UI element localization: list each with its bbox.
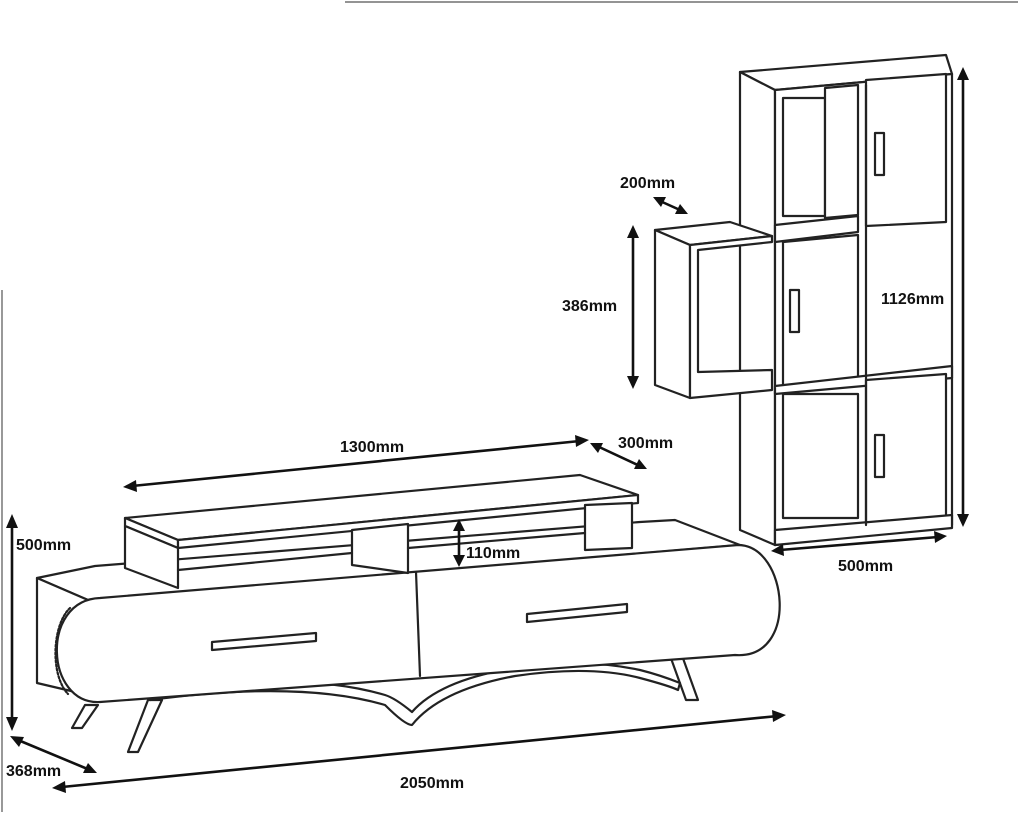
label-top-shelf-gap: 110mm — [466, 545, 520, 562]
top-shelf-support-right — [583, 501, 634, 552]
bookcase-divider-1 — [823, 83, 860, 220]
dim-arrow-bookcase-width — [778, 535, 940, 552]
bookcase-left-side — [738, 70, 777, 547]
bookcase-shelf-2 — [773, 364, 954, 396]
bookcase-cell-1 — [781, 96, 827, 218]
label-side-shelf-depth: 200mm — [620, 175, 675, 192]
top-shelf-support-middle — [350, 522, 410, 575]
label-stand-height: 500mm — [16, 537, 71, 554]
label-bookcase-width: 500mm — [838, 558, 893, 575]
dimension-arrows — [6, 67, 969, 793]
dim-arrow-top-shelf-depth — [595, 444, 642, 468]
drawer-divider — [414, 570, 422, 678]
tv-stand-ribbed-edge — [54, 606, 72, 696]
bookcase-handle-3 — [873, 433, 886, 479]
dim-arrow-stand-depth — [16, 738, 92, 772]
side-shelf — [653, 220, 774, 400]
dimension-labels: 500mm 368mm 2050mm 1300mm 300mm 110mm 20… — [6, 175, 944, 792]
dim-arrow-stand-width — [60, 714, 780, 789]
label-bookcase-height: 1126mm — [881, 291, 944, 308]
label-top-shelf-width: 1300mm — [340, 439, 404, 456]
drawer-handle-right — [525, 602, 629, 624]
side-shelf-front — [688, 234, 774, 400]
label-side-shelf-height: 386mm — [562, 298, 617, 315]
bookcase-cell-3 — [781, 392, 860, 520]
top-shelf — [123, 473, 640, 590]
bookcase — [738, 53, 954, 547]
label-stand-width: 2050mm — [400, 775, 464, 792]
dim-arrow-side-shelf-depth — [658, 199, 682, 212]
bookcase-bottom — [773, 513, 954, 547]
side-shelf-left — [653, 228, 692, 400]
bookcase-handle-2 — [788, 288, 801, 334]
top-shelf-lower-board — [176, 551, 354, 572]
dim-arrow-top-shelf-width — [130, 439, 582, 488]
top-shelf-front-long — [176, 493, 640, 550]
drawer-handle-left — [210, 631, 318, 652]
label-stand-depth: 368mm — [6, 763, 61, 780]
bookcase-shelf-1 — [773, 214, 860, 244]
tv-stand-arch-base — [148, 662, 682, 727]
top-shelf-support-left — [123, 524, 180, 590]
bookcase-handle-1 — [873, 131, 886, 177]
label-top-shelf-depth: 300mm — [618, 435, 673, 452]
top-shelf-lower-board-right — [406, 531, 587, 550]
